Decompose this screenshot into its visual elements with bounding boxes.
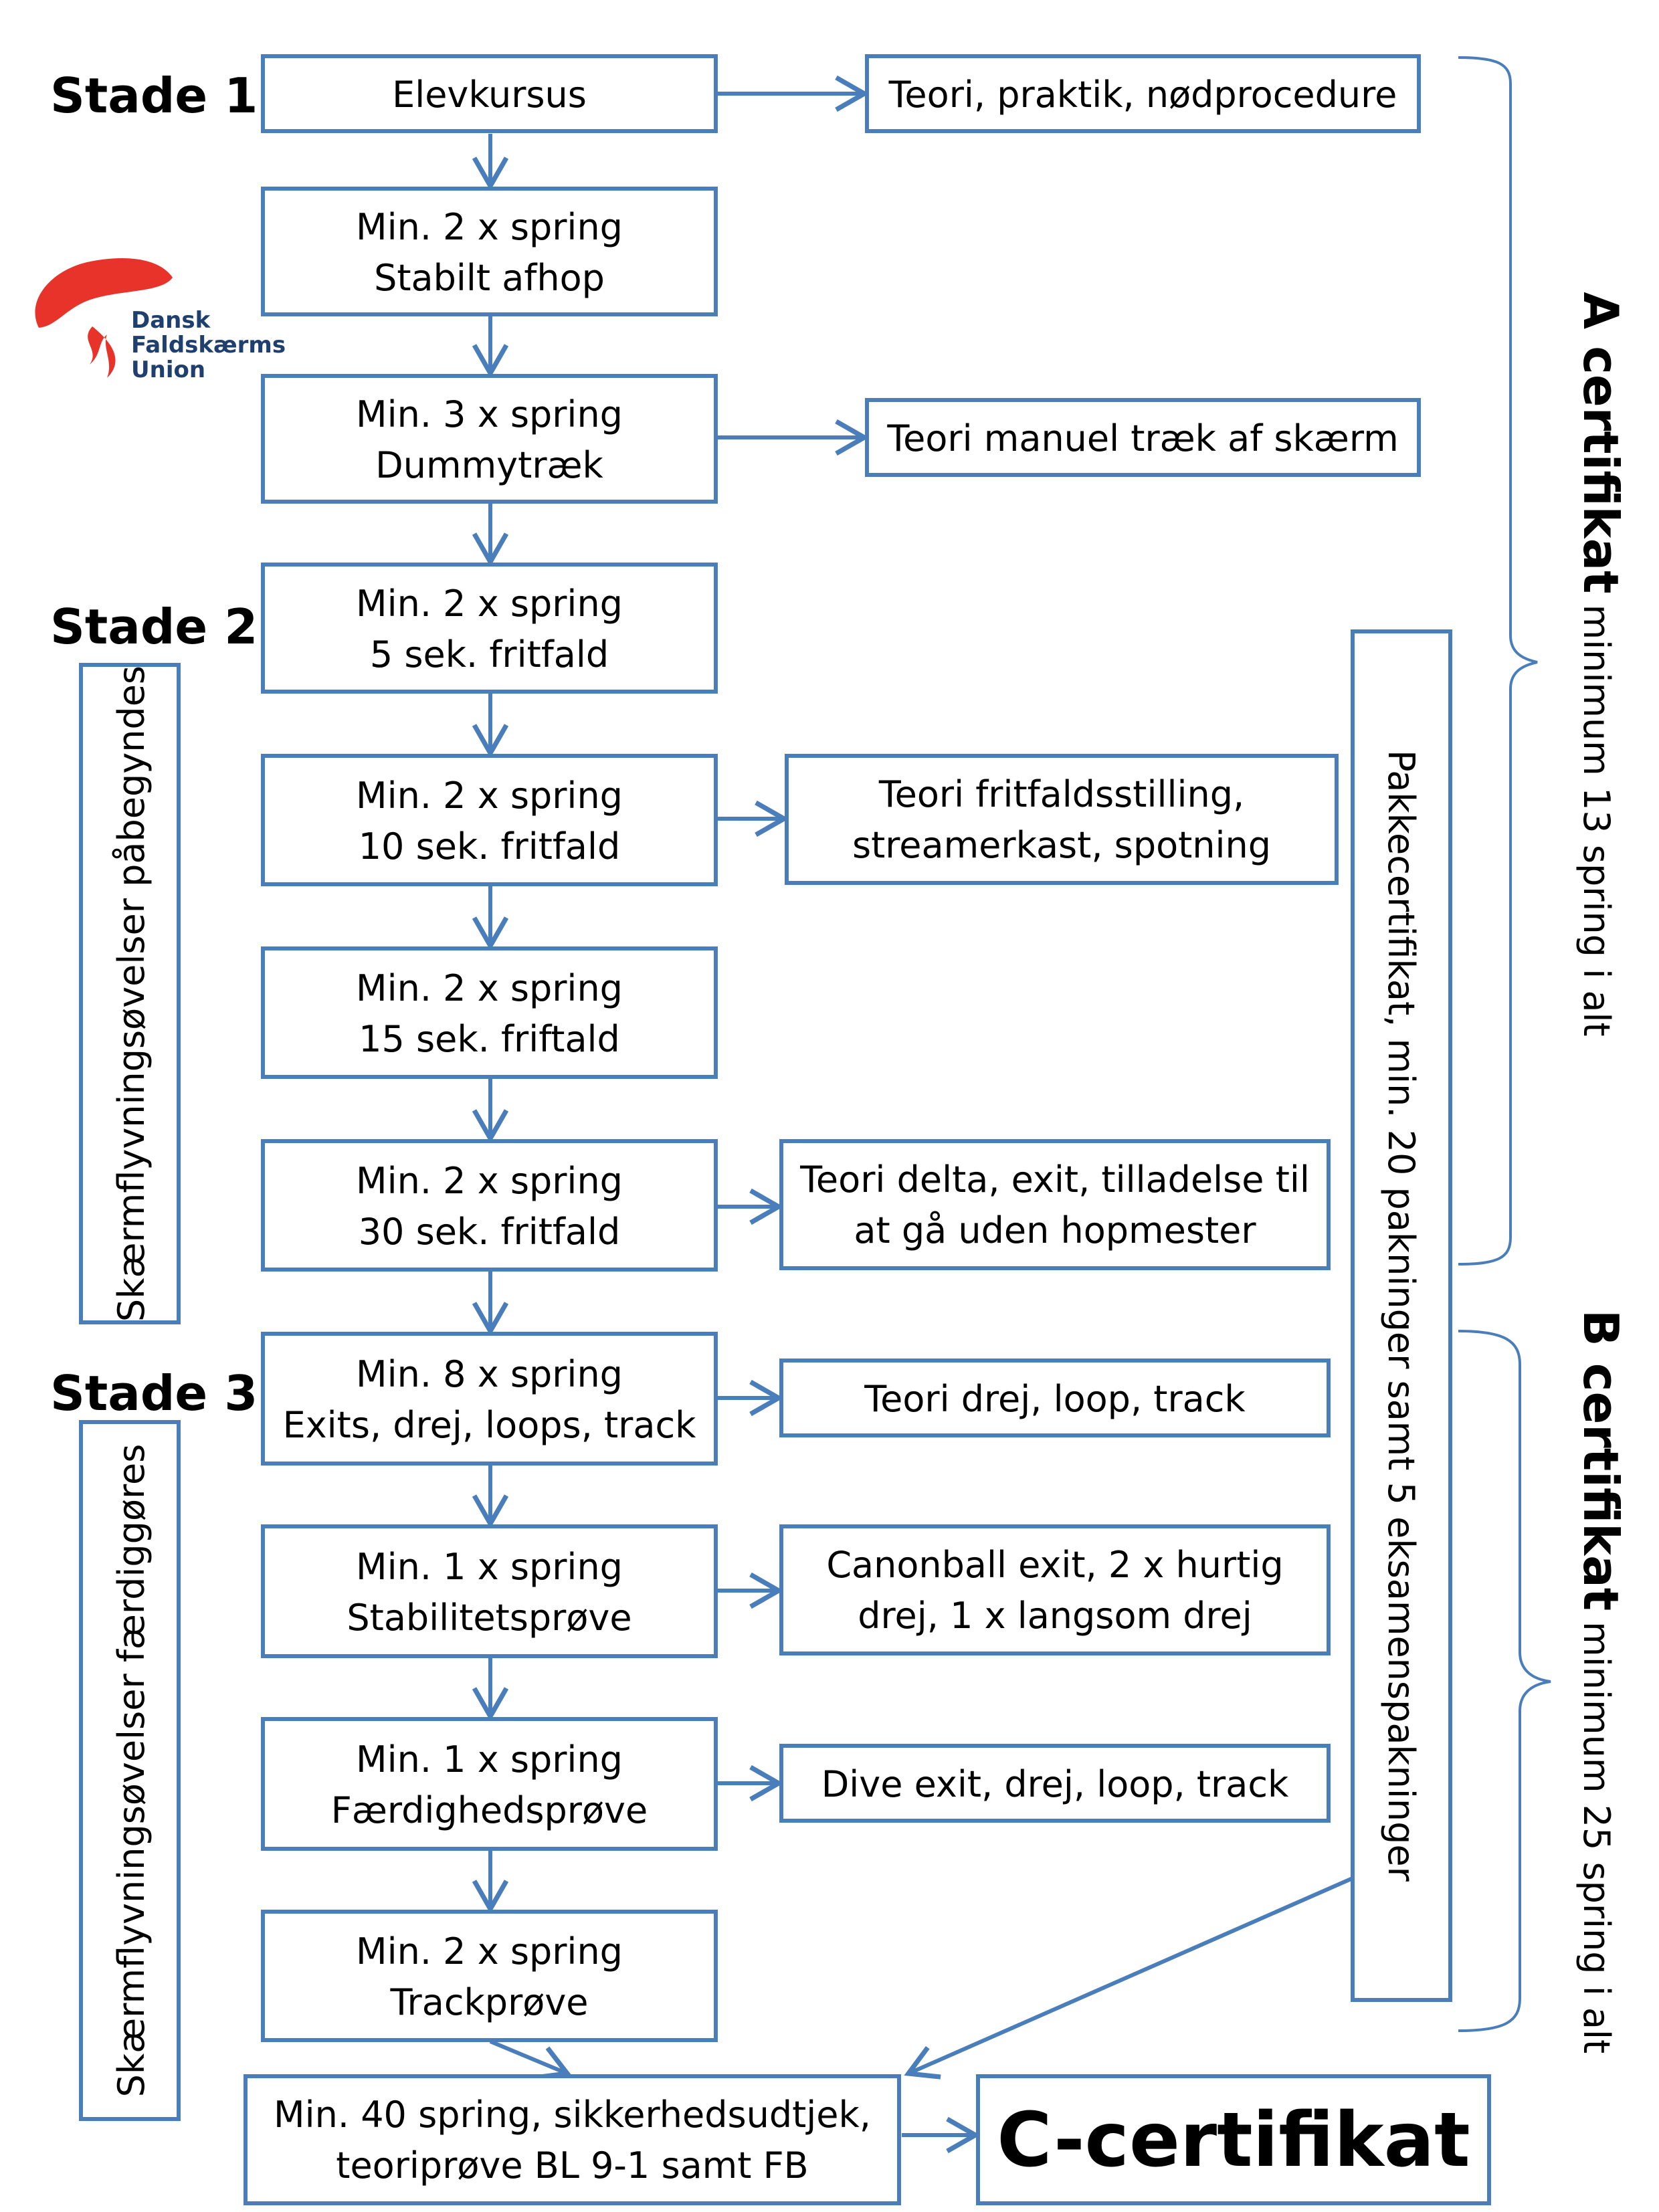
b-certificate-requirement: minimum 25 spring i alt	[1575, 1621, 1618, 2053]
b-certificate-label: B certifikat minimum 25 spring i alt	[1573, 1310, 1629, 2053]
step-8-line-1: Min. 8 x spring	[356, 1353, 623, 1395]
step-3-line-2: Dummytræk	[375, 444, 603, 486]
stage-1-label: Stade 1	[50, 68, 258, 124]
b-certificate-name: B certifikat	[1573, 1310, 1629, 1611]
dfu-logo: Dansk Faldskærms Union	[35, 258, 286, 383]
step-6-line-2: 15 sek. friftald	[359, 1018, 620, 1060]
side-note-1-line-1: Teori, praktik, nødprocedure	[888, 74, 1397, 116]
step-8-line-2: Exits, drej, loops, track	[283, 1404, 697, 1446]
flame-logo-icon	[88, 326, 116, 378]
canopy-finish-box: Skærmflyvningsøvelser færdiggøres	[79, 1420, 181, 2121]
stage-3-label: Stade 3	[50, 1365, 258, 1421]
side-note-2-line-1: Teori manuel træk af skærm	[886, 417, 1398, 460]
step-7-line-2: 30 sek. fritfald	[359, 1211, 621, 1253]
final-step: Min. 40 spring, sikkerhedsudtjek, teorip…	[243, 2074, 901, 2205]
side-note-4-line-1: Teori delta, exit, tilladelse til	[799, 1159, 1310, 1201]
a-certificate-label: A certifikat minimum 13 spring i alt	[1573, 292, 1629, 1036]
logo-text-line-3: Union	[131, 357, 205, 383]
c-certificate-text: C-certifikat	[997, 2097, 1470, 2184]
packing-certificate-box: Pakkecertifikat, min. 20 pakninger samt …	[1351, 629, 1452, 2002]
stage-2-label: Stade 2	[50, 599, 258, 655]
side-note-4: Teori delta, exit, tilladelse til at gå …	[779, 1139, 1331, 1270]
step-11: Min. 2 x spring Trackprøve	[261, 1910, 718, 2042]
step-10: Min. 1 x spring Færdighedsprøve	[261, 1717, 718, 1851]
canopy-start-text: Skærmflyvningsøvelser påbegyndes	[110, 666, 153, 1322]
step-10-line-2: Færdighedsprøve	[331, 1789, 648, 1831]
step-1-line-1: Elevkursus	[392, 74, 587, 116]
side-note-5-line-1: Teori drej, loop, track	[864, 1378, 1246, 1420]
step-9-line-1: Min. 1 x spring	[356, 1546, 623, 1588]
step-3: Min. 3 x spring Dummytræk	[261, 374, 718, 504]
step-2-line-2: Stabilt afhop	[374, 257, 605, 299]
step-5-line-1: Min. 2 x spring	[356, 775, 623, 817]
step-4: Min. 2 x spring 5 sek. fritfald	[261, 563, 718, 694]
logo-text-line-2: Faldskærms	[131, 332, 286, 359]
step-4-line-2: 5 sek. fritfald	[370, 633, 609, 676]
step-9-line-2: Stabilitetsprøve	[347, 1597, 631, 1639]
c-certificate-box: C-certifikat	[976, 2074, 1491, 2205]
step-8: Min. 8 x spring Exits, drej, loops, trac…	[261, 1332, 718, 1466]
parachute-logo-icon	[35, 258, 173, 328]
a-certificate-brace	[1458, 56, 1538, 1266]
step-9: Min. 1 x spring Stabilitetsprøve	[261, 1524, 718, 1658]
final-step-line-1: Min. 40 spring, sikkerhedsudtjek,	[274, 2094, 871, 2136]
side-note-2: Teori manuel træk af skærm	[865, 398, 1421, 477]
step-5: Min. 2 x spring 10 sek. fritfald	[261, 754, 718, 886]
side-note-arrows	[717, 75, 1354, 2154]
packing-certificate-text: Pakkecertifikat, min. 20 pakninger samt …	[1380, 750, 1422, 1882]
side-note-4-line-2: at gå uden hopmester	[854, 1209, 1256, 1251]
step-2: Min. 2 x spring Stabilt afhop	[261, 187, 718, 316]
b-certificate-brace	[1458, 1330, 1551, 2032]
step-2-line-1: Min. 2 x spring	[356, 206, 623, 248]
side-note-6: Canonball exit, 2 x hurtig drej, 1 x lan…	[779, 1524, 1331, 1655]
main-flow-arrows	[472, 134, 572, 2080]
canopy-finish-text: Skærmflyvningsøvelser færdiggøres	[110, 1444, 153, 2098]
a-certificate-name: A certifikat	[1573, 292, 1629, 593]
side-note-7: Dive exit, drej, loop, track	[779, 1744, 1331, 1823]
side-note-3-line-1: Teori fritfaldsstilling,	[878, 773, 1244, 815]
step-7: Min. 2 x spring 30 sek. fritfald	[261, 1139, 718, 1272]
side-note-6-line-1: Canonball exit, 2 x hurtig	[826, 1544, 1283, 1586]
step-6: Min. 2 x spring 15 sek. friftald	[261, 946, 718, 1079]
step-5-line-2: 10 sek. fritfald	[359, 825, 621, 868]
side-note-5: Teori drej, loop, track	[779, 1359, 1331, 1437]
final-step-line-2: teoriprøve BL 9-1 samt FB	[336, 2144, 808, 2187]
step-7-line-1: Min. 2 x spring	[356, 1160, 623, 1202]
a-certificate-requirement: minimum 13 spring i alt	[1575, 605, 1618, 1037]
side-note-1: Teori, praktik, nødprocedure	[865, 54, 1421, 133]
step-6-line-1: Min. 2 x spring	[356, 967, 623, 1009]
step-10-line-1: Min. 1 x spring	[356, 1738, 623, 1781]
logo-text-line-1: Dansk	[131, 307, 211, 334]
side-note-3: Teori fritfaldsstilling, streamerkast, s…	[785, 754, 1339, 885]
side-note-3-line-2: streamerkast, spotning	[852, 824, 1271, 866]
side-note-6-line-2: drej, 1 x langsom drej	[858, 1595, 1252, 1637]
step-4-line-1: Min. 2 x spring	[356, 583, 623, 625]
step-11-line-1: Min. 2 x spring	[356, 1930, 623, 1973]
step-1: Elevkursus	[261, 54, 718, 133]
step-3-line-1: Min. 3 x spring	[356, 393, 623, 435]
side-note-7-line-1: Dive exit, drej, loop, track	[821, 1763, 1289, 1805]
step-11-line-2: Trackprøve	[390, 1981, 589, 2023]
canopy-start-box: Skærmflyvningsøvelser påbegyndes	[79, 663, 181, 1324]
